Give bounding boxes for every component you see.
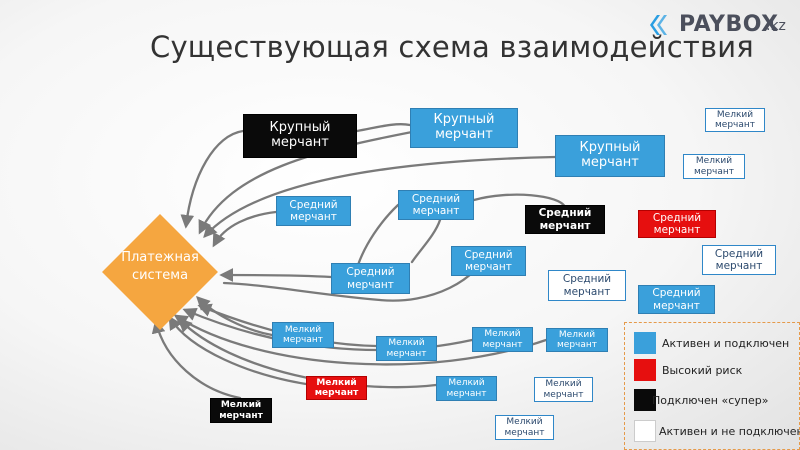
line-mid4	[219, 268, 333, 282]
legend: Активен и подключен Высокий риск Подключ…	[624, 322, 800, 450]
large-merchant-black: Крупный мерчант	[243, 114, 357, 158]
small-merchant-black: Мелкий мерчант	[210, 398, 272, 423]
legend-swatch-super	[634, 389, 656, 411]
small-merchant-white-4: Мелкий мерчант	[495, 415, 554, 440]
medium-merchant-black: Средний мерчант	[525, 205, 605, 234]
legend-swatch-high-risk	[634, 359, 656, 381]
medium-merchant-blue-2: Средний мерчант	[398, 190, 474, 220]
line-large2	[198, 130, 414, 235]
line-mid1	[212, 210, 278, 248]
line-small-black	[151, 319, 242, 400]
line-large1-large2	[355, 123, 412, 133]
medium-merchant-blue-5: Средний мерчант	[638, 285, 715, 314]
page-title: Существующая схема взаимодействия	[150, 30, 754, 64]
legend-label-high-risk: Высокий риск	[662, 364, 743, 377]
medium-merchant-white-1: Средний мерчант	[702, 245, 776, 275]
line-large1	[180, 129, 245, 229]
line-small-blue4	[173, 314, 548, 366]
medium-merchant-blue-3: Средний мерчант	[451, 246, 526, 276]
small-merchant-blue-4: Мелкий мерчант	[546, 328, 608, 352]
line-mid2-mid3	[472, 193, 567, 209]
large-merchant-blue-2: Крупный мерчант	[555, 135, 665, 177]
line-mid2-down	[410, 218, 442, 264]
medium-merchant-blue-4: Средний мерчант	[331, 263, 410, 294]
medium-merchant-white-2: Средний мерчант	[548, 270, 626, 301]
legend-label-inactive: Активен и не подключен	[659, 425, 800, 438]
medium-merchant-red: Средний мерчант	[638, 210, 716, 238]
medium-merchant-blue-1: Средний мерчант	[276, 196, 351, 226]
line-small1	[196, 296, 274, 337]
legend-label-super: Подключен «супер»	[652, 394, 769, 407]
small-merchant-blue-2: Мелкий мерчант	[376, 336, 437, 361]
line-large3	[203, 155, 557, 239]
logo-brand-text: PAYBOX	[679, 12, 779, 37]
small-merchant-blue-3: Мелкий мерчант	[472, 327, 533, 352]
small-merchant-white-3: Мелкий мерчант	[534, 377, 593, 402]
large-merchant-blue-1: Крупный мерчант	[410, 108, 518, 148]
legend-label-active: Активен и подключен	[662, 337, 790, 350]
line-small-blue6	[178, 318, 438, 389]
legend-swatch-inactive	[634, 420, 656, 442]
legend-swatch-active	[634, 332, 656, 354]
small-merchant-blue-5: Мелкий мерчант	[436, 376, 497, 401]
small-merchant-white-2: Мелкий мерчант	[683, 154, 745, 179]
payment-system-node: Платежная система	[101, 213, 219, 331]
small-merchant-white-1: Мелкий мерчант	[705, 108, 765, 132]
small-merchant-blue-1: Мелкий мерчант	[272, 322, 334, 348]
paybox-logo: PAYBOX .kz	[646, 12, 796, 40]
small-merchant-red: Мелкий мерчант	[306, 376, 367, 400]
logo-tld-text: .kz	[766, 18, 786, 34]
line-mid2	[356, 203, 400, 267]
paybox-logo-icon	[650, 15, 667, 35]
payment-system-label: Платежная система	[121, 250, 199, 283]
